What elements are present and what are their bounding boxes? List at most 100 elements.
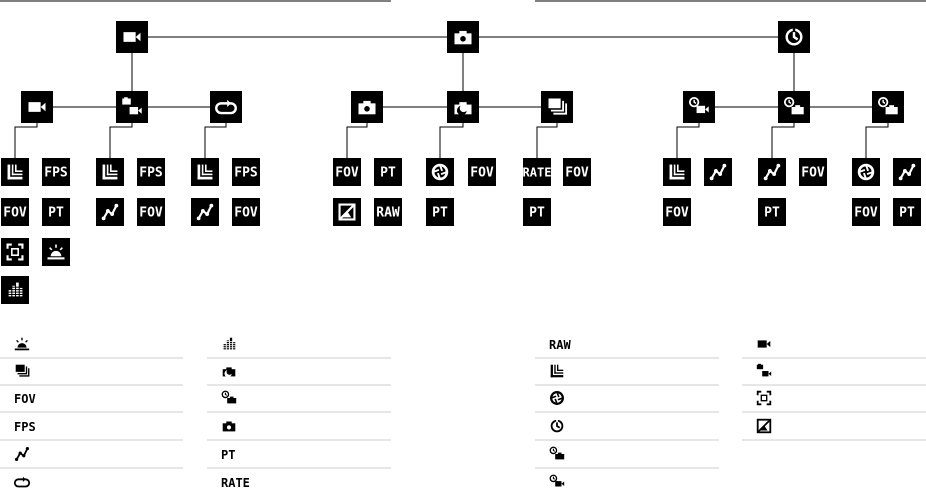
legend-item — [207, 390, 391, 412]
night-lapse-photo-tile — [872, 91, 904, 123]
camera-tile — [447, 21, 479, 53]
pt-label: PT — [380, 166, 396, 181]
protune-curve-tile — [96, 198, 124, 226]
legend-item — [535, 446, 719, 468]
protune-curve-tile — [758, 158, 786, 186]
pt-tile: PT — [42, 198, 70, 226]
pt-label: PT — [432, 206, 448, 221]
resolution-tile — [663, 158, 691, 186]
timer-tile — [778, 21, 810, 53]
night-photo-tile — [447, 91, 479, 123]
legend-item — [0, 363, 183, 385]
fov-tile: FOV — [799, 158, 827, 186]
legend-item — [207, 418, 391, 440]
tile-background — [1, 158, 29, 186]
fov-label: FOV — [470, 166, 494, 181]
video-photo-tile — [116, 91, 148, 123]
resolution-tile — [96, 158, 124, 186]
pt-tile: PT — [426, 198, 454, 226]
pt-tile: PT — [523, 198, 551, 226]
fov-label: FOV — [565, 166, 589, 181]
audio-levels-tile — [1, 276, 29, 304]
fov-label: FOV — [335, 166, 359, 181]
camera-tile — [351, 91, 383, 123]
legend-text-label: RAW — [549, 338, 571, 352]
tile-background — [191, 158, 219, 186]
legend-item — [742, 390, 926, 412]
fps-tile: FPS — [42, 158, 70, 186]
fov-label: FOV — [3, 206, 27, 221]
burst-tile — [541, 91, 573, 123]
protune-curve-tile — [893, 158, 921, 186]
legend-item — [207, 363, 391, 385]
no-image-tile — [333, 198, 361, 226]
pt-label: PT — [899, 206, 915, 221]
legend-item — [742, 336, 926, 358]
tile-background — [852, 158, 880, 186]
tile-background — [426, 158, 454, 186]
pt-label: PT — [764, 206, 780, 221]
rate-tile: RATE — [523, 158, 552, 186]
legend-text-label: RATE — [221, 476, 250, 490]
legend-item: PT — [207, 448, 391, 468]
legend-item — [742, 363, 926, 385]
fov-tile: FOV — [1, 198, 29, 226]
legend-item — [535, 390, 719, 412]
legend: FOV FPS PT RATE RAW — [0, 336, 926, 490]
rate-label: RATE — [523, 165, 552, 179]
legend-item — [0, 446, 183, 468]
tile-background — [1, 238, 29, 266]
video-camera-tile — [21, 91, 53, 123]
fov-label: FOV — [665, 206, 689, 221]
raw-label: RAW — [376, 206, 400, 221]
fov-tile: FOV — [137, 198, 165, 226]
video-camera-tile — [116, 21, 148, 53]
fov-label: FOV — [139, 206, 163, 221]
fov-label: FOV — [854, 206, 878, 221]
tile-background — [210, 91, 242, 123]
fps-label: FPS — [44, 166, 68, 181]
tile-background — [96, 158, 124, 186]
shutter-tile — [852, 158, 880, 186]
fov-tile: FOV — [663, 198, 691, 226]
legend-item — [535, 363, 719, 385]
fov-tile: FOV — [563, 158, 591, 186]
fps-tile: FPS — [137, 158, 165, 186]
resolution-tile — [191, 158, 219, 186]
timelapse-photo-tile — [778, 91, 810, 123]
fps-label: FPS — [139, 166, 163, 181]
fov-label: FOV — [234, 206, 258, 221]
legend-item — [535, 418, 719, 440]
fps-tile: FPS — [232, 158, 260, 186]
pt-label: PT — [529, 206, 545, 221]
fov-tile: FOV — [468, 158, 496, 186]
legend-item — [207, 336, 391, 358]
pt-tile: PT — [374, 158, 402, 186]
legend-item: RAW — [535, 338, 719, 358]
shutter-tile — [426, 158, 454, 186]
resolution-tile — [1, 158, 29, 186]
protune-curve-tile — [191, 198, 219, 226]
legend-icon-bg — [14, 474, 30, 490]
legend-text-label: FPS — [14, 420, 36, 434]
pt-tile: PT — [893, 198, 921, 226]
pt-tile: PT — [758, 198, 786, 226]
fov-label: FOV — [801, 166, 825, 181]
frame-tile — [1, 238, 29, 266]
legend-text-label: FOV — [14, 392, 36, 406]
legend-item — [549, 474, 565, 490]
legend-item — [0, 336, 183, 358]
legend-item: FOV — [0, 392, 183, 412]
timelapse-video-tile — [683, 91, 715, 123]
sunrise-tile — [42, 238, 70, 266]
looping-tile — [210, 91, 242, 123]
fov-tile: FOV — [852, 198, 880, 226]
legend-text-label: PT — [221, 448, 235, 462]
fov-tile: FOV — [333, 158, 361, 186]
legend-item — [742, 418, 926, 440]
legend-item — [14, 474, 30, 490]
legend-item: FPS — [0, 420, 183, 440]
pt-label: PT — [48, 206, 64, 221]
protune-curve-tile — [704, 158, 732, 186]
